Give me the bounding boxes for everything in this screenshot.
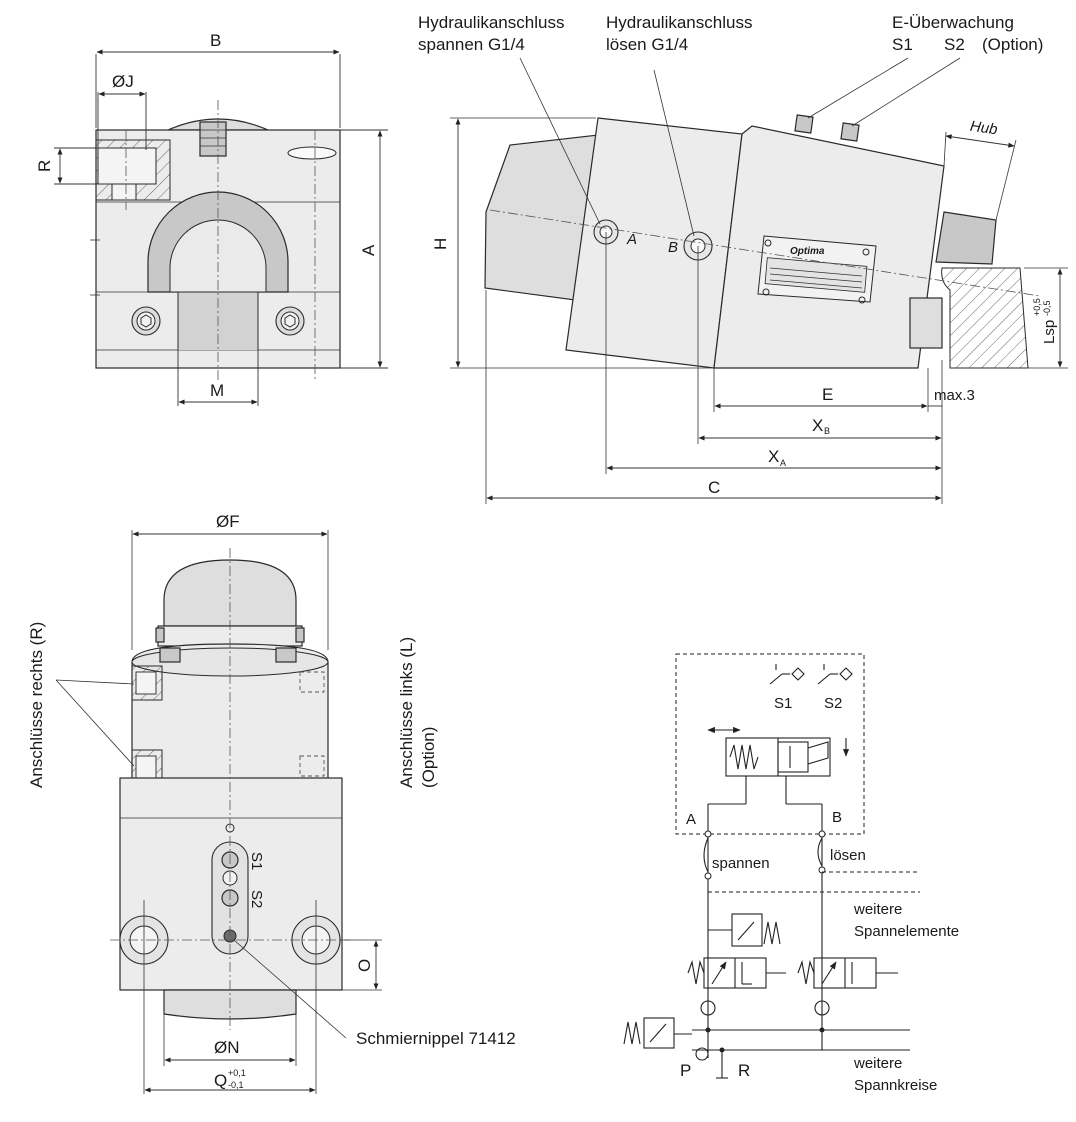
- switch-s2-label: S2: [824, 695, 842, 712]
- line-release: lösen: [830, 847, 866, 864]
- brand-logo: Optima: [790, 246, 825, 257]
- ports-left-1: Anschlüsse links (L): [397, 637, 416, 788]
- more-circuits-2: Spannkreise: [854, 1077, 937, 1094]
- valve-a: [687, 957, 786, 989]
- dim-xa: X: [768, 447, 779, 466]
- port-b-title-1: Hydraulikanschluss: [606, 13, 752, 32]
- dim-a: A: [359, 244, 378, 256]
- dim-hub: Hub: [969, 118, 999, 139]
- side-view: A B Optima Hydraulikanschluss span: [418, 13, 1068, 504]
- ports-right: Anschlüsse rechts (R): [27, 622, 46, 788]
- front-view: B ØJ R A M: [35, 31, 388, 406]
- element-boundary: [675, 653, 865, 835]
- dim-e: E: [822, 385, 833, 404]
- port-a-title-1: Hydraulikanschluss: [418, 13, 564, 32]
- screw-right: [275, 306, 305, 336]
- monitor-s2: S2: [944, 35, 965, 54]
- more-circuits-1: weitere: [853, 1055, 902, 1072]
- hydraulic-schematic: S1 S2 A B spannen lösen: [623, 653, 959, 1094]
- grease-nipple: Schmiernippel 71412: [356, 1029, 516, 1048]
- sch-port-p: P: [680, 1061, 691, 1080]
- cylinder-symbol: [707, 726, 850, 805]
- sch-port-a: A: [686, 811, 696, 828]
- sch-port-b: B: [832, 809, 842, 826]
- cylinder-body: [565, 117, 743, 369]
- dim-q: Q: [214, 1071, 227, 1090]
- dim-h: H: [431, 238, 450, 250]
- nameplate: Optima: [757, 235, 877, 304]
- port-a-title-2: spannen G1/4: [418, 35, 525, 54]
- clamp-arm: [935, 211, 997, 265]
- valve-b: [797, 957, 898, 989]
- fitting: [199, 121, 227, 157]
- screw-left: [131, 306, 161, 336]
- dim-xb: X: [812, 416, 823, 435]
- monitor-s1: S1: [892, 35, 913, 54]
- sch-port-r: R: [738, 1061, 750, 1080]
- switch-s1: [769, 664, 805, 685]
- dim-f: ØF: [216, 512, 240, 531]
- pressure-switch-upper: [708, 913, 781, 947]
- mark-s1: S1: [248, 852, 265, 870]
- ports-left-2: (Option): [419, 727, 438, 788]
- dim-q-tol-upper: +0,1: [228, 1068, 246, 1078]
- switch-s2: [817, 664, 853, 685]
- dim-m: M: [210, 381, 224, 400]
- more-elements-1: weitere: [853, 901, 902, 918]
- dim-b: B: [210, 31, 221, 50]
- dim-o: O: [355, 959, 374, 972]
- dim-n: ØN: [214, 1038, 240, 1057]
- dim-c: C: [708, 478, 720, 497]
- dim-j: ØJ: [112, 72, 134, 91]
- monitor-title: E-Überwachung: [892, 13, 1014, 32]
- line-clamp: spannen: [712, 855, 770, 872]
- dim-max3: max.3: [934, 387, 975, 404]
- more-elements-2: Spannelemente: [854, 923, 959, 940]
- switch-s1-label: S1: [774, 695, 792, 712]
- dim-lsp: Lsp: [1041, 320, 1058, 344]
- port-a-mark: A: [626, 231, 637, 248]
- dim-xa-sub: A: [780, 458, 786, 468]
- workpiece: [941, 267, 1029, 369]
- port-b-title-2: lösen G1/4: [606, 35, 688, 54]
- pressure-switch-lower: [623, 1017, 692, 1049]
- monitor-option: (Option): [982, 35, 1043, 54]
- dim-r: R: [35, 160, 54, 172]
- dim-xb-sub: B: [824, 426, 830, 436]
- dim-lsp-tol-lower: -0,5: [1042, 300, 1052, 316]
- port-b-mark: B: [668, 239, 678, 256]
- dim-lsp-tol-upper: +0,5: [1032, 298, 1042, 316]
- mark-s2: S2: [248, 890, 265, 908]
- dim-q-tol-lower: -0,1: [228, 1080, 244, 1090]
- top-view: S1 S2 ØF Anschlüsse rechts (R) Anschlüss…: [27, 512, 516, 1094]
